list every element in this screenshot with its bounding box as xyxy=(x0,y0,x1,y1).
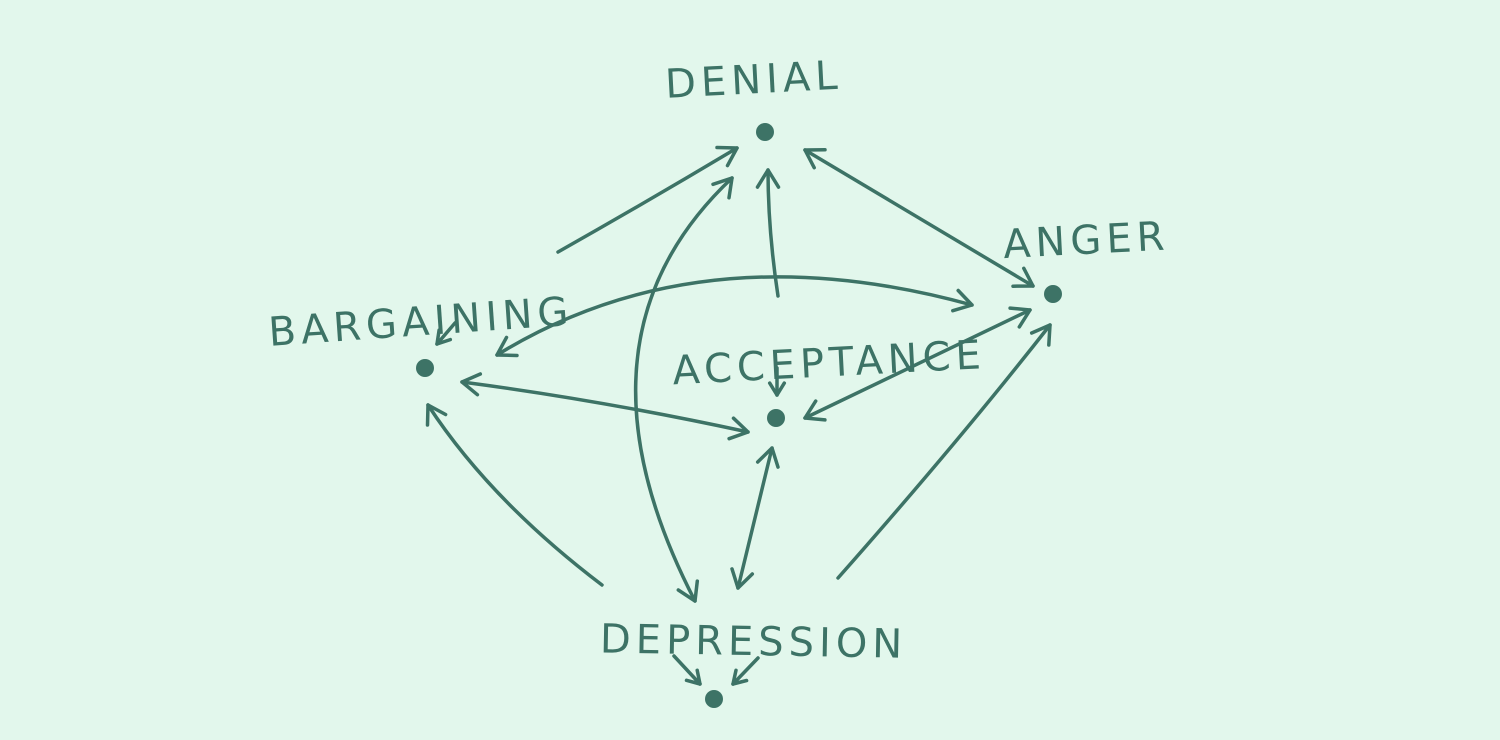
edge-line xyxy=(460,380,750,434)
label-denial: DENIAL xyxy=(664,53,844,108)
edge-denial-depression xyxy=(633,176,734,603)
arrowhead-icon xyxy=(711,176,734,200)
edge-denial-anger xyxy=(803,148,1035,288)
edge-line xyxy=(556,146,739,254)
arrowhead-icon xyxy=(495,335,519,358)
edge-line xyxy=(803,148,1035,288)
arrowhead-icon xyxy=(460,372,483,397)
edge-bargaining-acceptance xyxy=(460,372,750,441)
arrowhead-icon xyxy=(1008,306,1032,329)
arrowhead-icon xyxy=(1029,323,1052,347)
edge-line xyxy=(633,176,734,603)
arrowhead-icon xyxy=(676,579,700,603)
arrowhead-icon xyxy=(715,145,739,168)
arrowhead-icon xyxy=(755,446,780,469)
nodes-layer xyxy=(416,123,1062,708)
edge-line xyxy=(803,308,1032,420)
arrowhead-icon xyxy=(803,148,827,170)
edge-line xyxy=(426,403,604,587)
node-dot-acceptance xyxy=(767,409,785,427)
edge-line xyxy=(766,168,780,298)
pointer-line xyxy=(731,656,760,686)
edge-acceptance-depression xyxy=(730,446,780,590)
pointer-bargaining xyxy=(435,321,457,346)
labels-layer: DENIAL ANGER BARGAINING ACCEPTANCE DEPRE… xyxy=(267,53,1171,668)
node-dot-bargaining xyxy=(416,359,434,377)
arrowhead-icon xyxy=(951,288,974,313)
arrowhead-icon xyxy=(730,567,755,590)
arrowhead-icon xyxy=(727,416,750,441)
arrowhead-icon xyxy=(684,668,702,686)
arrowhead-icon xyxy=(731,668,749,686)
arrowhead-icon xyxy=(767,381,787,397)
edge-line xyxy=(736,446,774,590)
edge-bargaining-anger xyxy=(495,275,974,358)
arrowhead-icon xyxy=(425,403,448,427)
edge-line xyxy=(495,275,974,357)
edge-acceptance-denial xyxy=(755,168,781,298)
label-anger: ANGER xyxy=(1002,213,1171,268)
pointer-line xyxy=(435,321,457,346)
node-dot-depression xyxy=(705,690,723,708)
edges-layer xyxy=(425,145,1052,686)
edge-line xyxy=(836,323,1052,580)
node-dot-denial xyxy=(756,123,774,141)
pointer-acceptance xyxy=(767,366,787,397)
node-dot-anger xyxy=(1044,285,1062,303)
pointer-line xyxy=(672,654,702,686)
edge-depression-bargaining xyxy=(425,403,604,587)
arrowhead-icon xyxy=(803,399,827,422)
edge-depression-anger xyxy=(836,323,1052,580)
arrowhead-icon xyxy=(1011,266,1035,288)
edge-bargaining-denial xyxy=(556,145,739,254)
pointer-depression-left xyxy=(672,654,702,686)
arrowhead-icon xyxy=(755,168,781,189)
label-depression: DEPRESSION xyxy=(600,616,908,667)
arrowhead-icon xyxy=(435,328,453,346)
edge-acceptance-anger xyxy=(803,306,1032,422)
pointer-depression-right xyxy=(731,656,760,686)
